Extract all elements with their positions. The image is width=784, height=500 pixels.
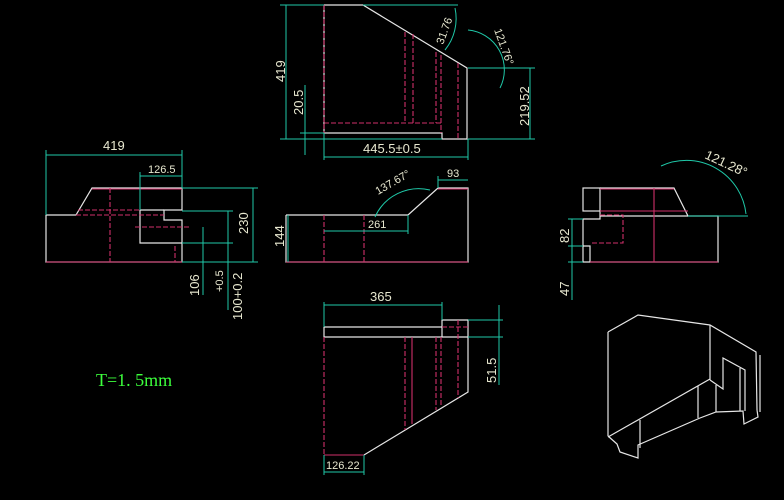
dim-top-bend-angle: 121.76°	[491, 27, 515, 67]
dim-bottom-width: 365	[370, 289, 392, 304]
top-view-outline	[323, 4, 468, 140]
left-view-dimensions	[45, 150, 258, 310]
dim-left-slot-tol-upper: +0.5	[214, 270, 226, 292]
right-view-tab	[582, 187, 601, 212]
dim-top-right-height: 219.52	[517, 86, 532, 126]
left-view: 419 126.5 230 106 100+0.2 +0.5	[45, 138, 258, 320]
dim-right-lower: 47	[557, 282, 572, 296]
thickness-note: T=1. 5mm	[96, 370, 172, 390]
dim-bottom-base-width: 126.22	[326, 460, 360, 472]
dim-left-notch: 126.5	[148, 164, 176, 176]
dim-bottom-flange: 51.5	[484, 358, 499, 383]
dim-left-width: 419	[103, 138, 125, 153]
dim-front-height: 144	[272, 225, 287, 247]
left-view-outline	[45, 187, 183, 263]
dim-left-slot-tol: 100+0.2	[230, 273, 245, 320]
top-view-dimensions	[280, 4, 535, 160]
dim-top-slope-angle: 31.76	[435, 16, 456, 46]
dim-right-angle: 121.28°	[703, 147, 750, 180]
dim-left-slot-height: 106	[187, 274, 202, 296]
bottom-view-dimensions	[323, 302, 503, 475]
front-view-dimensions	[287, 176, 468, 262]
top-view: 419 20.5 445.5±0.5 31.76 121.76° 219.52	[273, 4, 535, 160]
front-view: 144 261 93 137.67°	[272, 168, 469, 263]
dim-right-upper: 82	[557, 229, 572, 243]
right-view-dimensions	[568, 159, 748, 300]
dim-front-top-width: 93	[447, 168, 459, 180]
dim-front-angle: 137.67°	[374, 168, 413, 197]
right-view: 121.28° 82 47	[557, 147, 750, 300]
dim-top-height: 419	[273, 60, 288, 82]
isometric-view	[607, 314, 761, 459]
dim-top-step: 20.5	[291, 90, 306, 115]
bottom-view: 365 51.5 126.22	[323, 289, 503, 475]
dim-left-height: 230	[236, 212, 251, 234]
dim-front-length: 261	[368, 219, 386, 231]
dim-top-width: 445.5±0.5	[363, 141, 421, 156]
bottom-view-outline	[324, 319, 469, 456]
